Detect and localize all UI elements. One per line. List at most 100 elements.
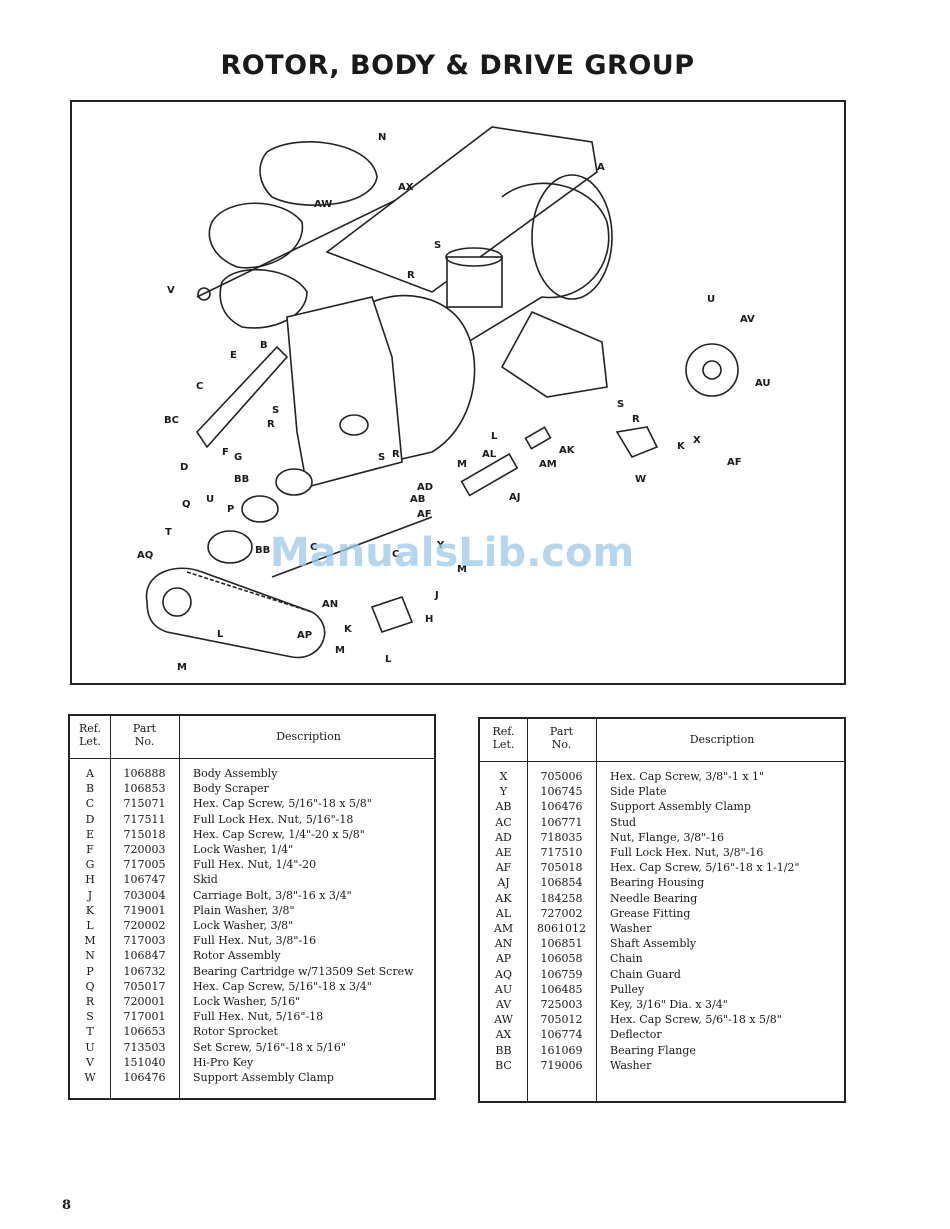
auger-blade	[219, 268, 308, 329]
pulley	[685, 343, 739, 397]
callout-j: J	[435, 590, 439, 601]
part-number: 705017	[123, 979, 166, 993]
ref-letter: U	[85, 1040, 95, 1054]
ref-letter: BC	[495, 1058, 512, 1072]
support-clamp	[615, 426, 659, 458]
header-description: Description	[276, 730, 341, 743]
callout-g: G	[234, 452, 243, 463]
callout-ab: AB	[410, 494, 426, 505]
ref-letter: AD	[495, 830, 512, 844]
part-description: Lock Washer, 3/8"	[193, 919, 294, 932]
callout-t: T	[165, 527, 172, 538]
part-number: 106759	[540, 967, 583, 981]
part-number: 715071	[123, 797, 166, 811]
ref-letter: F	[86, 843, 94, 856]
callout-v: V	[167, 285, 175, 296]
part-description: Rotor Assembly	[193, 949, 281, 963]
callout-m1: M	[457, 459, 467, 470]
ref-letter: J	[87, 888, 93, 902]
ref-letter: AE	[495, 846, 512, 859]
callout-m3: M	[335, 645, 345, 656]
callout-aj: AJ	[509, 492, 521, 503]
part-number: 703004	[123, 888, 166, 902]
callout-au: AU	[755, 378, 771, 389]
rear-drum	[401, 182, 610, 383]
drive-shaft	[271, 516, 433, 578]
watermark: ManualsLib.com	[270, 530, 635, 576]
part-description: Full Lock Hex. Nut, 5/16"-18	[193, 812, 354, 826]
callout-u1: U	[707, 294, 716, 305]
part-number: 106058	[540, 952, 583, 966]
callout-af2: AF	[417, 509, 432, 520]
ref-letter: AL	[495, 906, 512, 920]
rear-bracket	[500, 310, 608, 398]
part-description: Shaft Assembly	[610, 937, 697, 951]
part-description: Rotor Sprocket	[193, 1025, 278, 1039]
callout-l2: L	[217, 629, 224, 640]
auger-shaft	[196, 196, 403, 298]
ref-letter: P	[86, 964, 94, 978]
part-description: Support Assembly Clamp	[610, 800, 751, 814]
ref-letter: N	[85, 949, 95, 963]
part-description: Bearing Housing	[610, 876, 705, 890]
callout-ad: AD	[417, 482, 434, 493]
part-description: Hex. Cap Screw, 5/16"-18 x 1-1/2"	[610, 861, 800, 875]
auger-blade	[259, 141, 378, 206]
part-number: 720001	[123, 995, 166, 1008]
callout-a: A	[597, 162, 605, 173]
ref-letter: AV	[495, 998, 512, 1011]
page-number: 8	[62, 1198, 72, 1213]
ref-letter: L	[86, 919, 94, 932]
part-number: 705018	[540, 861, 583, 875]
ref-letter: AP	[495, 952, 512, 966]
callout-aq: AQ	[137, 550, 154, 561]
part-number: 713503	[123, 1040, 166, 1054]
part-description: Body Assembly	[193, 767, 278, 780]
part-description: Deflector	[610, 1028, 662, 1042]
part-number: 717003	[123, 934, 166, 948]
part-description: Plain Washer, 3/8"	[193, 903, 295, 917]
ref-letter: T	[86, 1025, 94, 1039]
ref-letter: V	[86, 1055, 94, 1069]
part-description: Key, 3/16" Dia. x 3/4"	[610, 998, 728, 1011]
callout-b: B	[260, 340, 268, 351]
parts-diagram: N A AX AW V S R U AV AU E B C BC S R L F…	[70, 100, 846, 685]
part-number: 719001	[123, 903, 166, 917]
part-description: Pulley	[610, 982, 645, 996]
part-number: 106732	[123, 964, 166, 978]
callout-k2: K	[344, 624, 352, 635]
table-header	[480, 719, 844, 762]
part-description: Nut, Flange, 3/8"-16	[610, 830, 724, 844]
ref-letter: S	[86, 1010, 94, 1024]
header-ref: Ref. Let.	[79, 722, 101, 748]
part-description: Lock Washer, 1/4"	[193, 843, 294, 856]
callout-ak: AK	[559, 445, 575, 456]
part-number: 717005	[123, 858, 166, 872]
callout-s2: S	[272, 405, 280, 416]
ref-letter: AB	[495, 800, 512, 814]
table-header	[70, 716, 434, 759]
part-description: Chain Guard	[610, 967, 681, 981]
callout-k1: K	[677, 441, 685, 452]
part-description: Full Hex. Nut, 1/4"-20	[193, 858, 317, 872]
side-plate	[286, 296, 403, 488]
part-number: 106888	[123, 767, 166, 780]
callout-p: P	[227, 504, 235, 515]
part-number: 106854	[540, 876, 583, 890]
part-number: 106851	[540, 937, 583, 951]
ref-letter: Q	[85, 979, 95, 993]
ref-letter: AW	[494, 1013, 513, 1027]
